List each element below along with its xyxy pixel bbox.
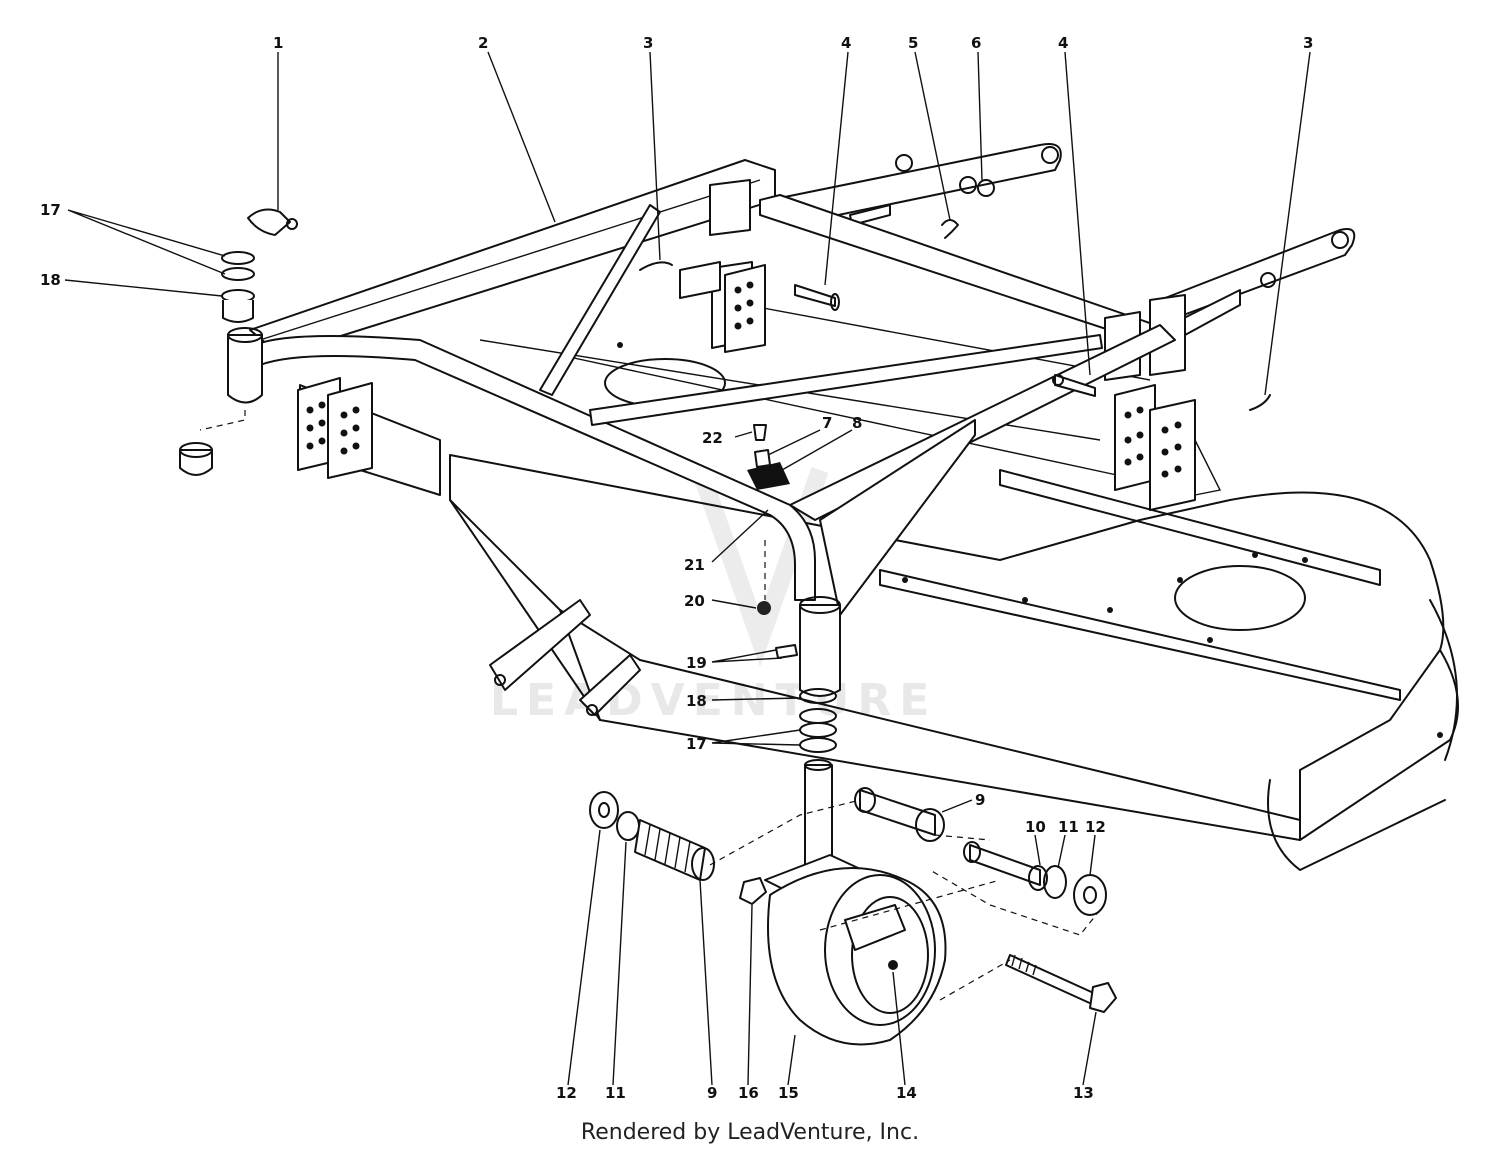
callout-9-left: 9 bbox=[707, 1084, 717, 1102]
callout-11-right: 11 bbox=[1058, 818, 1079, 836]
callout-20: 20 bbox=[684, 592, 705, 610]
leader-lines bbox=[64, 51, 1311, 1086]
callout-19: 19 bbox=[686, 654, 707, 672]
callout-14: 14 bbox=[896, 1084, 917, 1102]
callout-12-left: 12 bbox=[556, 1084, 577, 1102]
callout-1: 1 bbox=[273, 34, 283, 52]
callout-12-right: 12 bbox=[1085, 818, 1106, 836]
callout-4-left: 4 bbox=[841, 34, 851, 52]
callout-3-left: 3 bbox=[643, 34, 653, 52]
callout-18-front: 18 bbox=[686, 692, 707, 710]
callout-18-left: 18 bbox=[40, 271, 61, 289]
callout-10: 10 bbox=[1025, 818, 1046, 836]
callout-5: 5 bbox=[908, 34, 918, 52]
callout-9-right: 9 bbox=[975, 791, 985, 809]
callout-7: 7 bbox=[822, 414, 832, 432]
callout-labels: 1 2 3 4 5 6 4 3 17 18 22 7 8 21 20 19 18… bbox=[40, 34, 1313, 1102]
callout-16: 16 bbox=[738, 1084, 759, 1102]
callout-17-front: 17 bbox=[686, 735, 707, 753]
hanger-brackets bbox=[297, 261, 1222, 511]
callout-15: 15 bbox=[778, 1084, 799, 1102]
main-frame bbox=[227, 159, 1186, 697]
callout-2: 2 bbox=[478, 34, 488, 52]
callout-17-left: 17 bbox=[40, 201, 61, 219]
footer-credit: Rendered by LeadVenture, Inc. bbox=[580, 1120, 920, 1145]
callout-4-right: 4 bbox=[1058, 34, 1068, 52]
callout-11-left: 11 bbox=[605, 1084, 626, 1102]
hitch-arms bbox=[769, 143, 1356, 336]
frame-hardware bbox=[247, 208, 1271, 659]
callout-13: 13 bbox=[1073, 1084, 1094, 1102]
callout-3-right: 3 bbox=[1303, 34, 1313, 52]
callout-8: 8 bbox=[852, 414, 862, 432]
callout-21: 21 bbox=[684, 556, 705, 574]
callout-22: 22 bbox=[702, 429, 723, 447]
front-caster-assembly bbox=[589, 540, 1117, 1046]
callout-6: 6 bbox=[971, 34, 981, 52]
svg-text:LEADVENTURE: LEADVENTURE bbox=[490, 675, 937, 726]
